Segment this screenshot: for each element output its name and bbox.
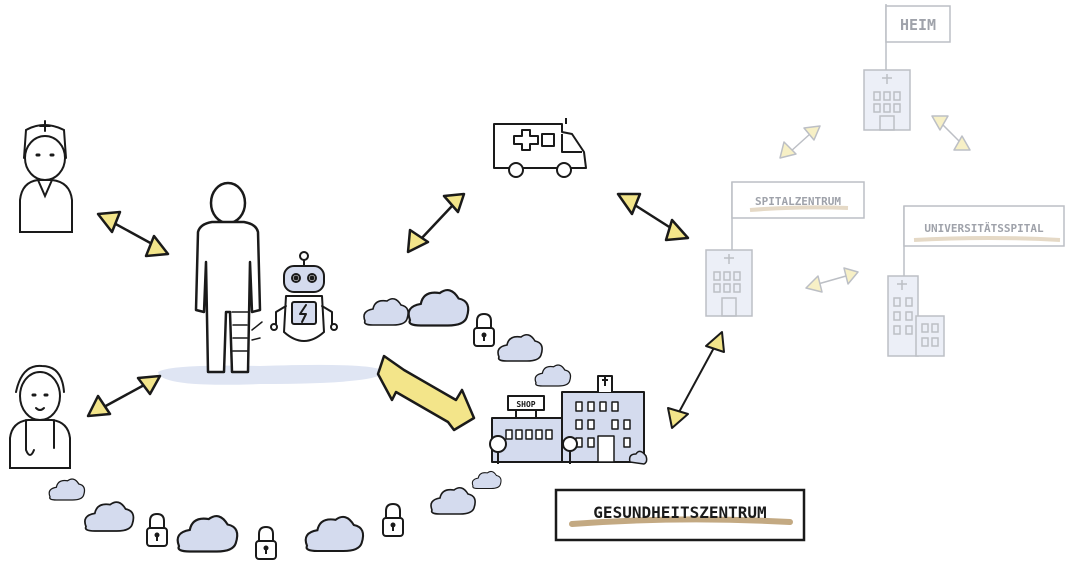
cloud-icon	[534, 364, 572, 387]
cloud-icon	[84, 501, 135, 532]
padlock-icon	[382, 503, 404, 537]
gesundheitszentrum-text: GESUNDHEITSZENTRUM	[593, 503, 766, 522]
university-hospital-building-icon	[887, 205, 1065, 357]
faded-network: HEIM SPITALZENTRUM UNIVERSI	[705, 4, 1065, 357]
robot-icon	[270, 251, 338, 342]
arrow-ambulance-spitalzentrum	[616, 192, 690, 242]
padlock-icon	[146, 513, 168, 547]
cloud-icon	[48, 478, 86, 501]
arrow-patient-healthcenter	[376, 354, 476, 432]
ground-shadow	[158, 364, 384, 385]
cloud-icon	[407, 288, 470, 327]
health-center-building-icon: SHOP	[489, 375, 648, 465]
cloud-icon	[430, 486, 476, 515]
padlock-icon	[255, 526, 277, 560]
arrow-patient-ambulance	[406, 192, 466, 254]
cloud-icon	[471, 470, 502, 490]
cloud-icon	[176, 514, 239, 553]
hospital-center-building-icon	[705, 181, 865, 317]
arrow-doctor-patient	[86, 374, 162, 418]
doctor-icon	[9, 364, 71, 469]
arrow-spitalzentrum-heim	[779, 125, 821, 159]
heim-label: HEIM	[900, 16, 936, 34]
padlock-icon	[473, 313, 495, 347]
arrow-healthcenter-spitalzentrum	[667, 331, 725, 429]
cloud-icon	[497, 333, 543, 362]
nurse-icon	[19, 120, 73, 233]
ambulance-icon	[493, 118, 587, 178]
gesundheitszentrum-label: GESUNDHEITSZENTRUM	[554, 488, 806, 542]
universitaetsspital-label: UNIVERSITÄTSSPITAL	[924, 221, 1044, 235]
arrow-heim-universitaetsspital	[931, 115, 971, 151]
cloud-icon	[304, 515, 365, 553]
spitalzentrum-label: SPITALZENTRUM	[755, 195, 841, 208]
arrow-nurse-patient	[96, 210, 170, 258]
shop-sign-label: SHOP	[516, 400, 535, 409]
patient-icon	[194, 181, 263, 374]
cloud-icon	[363, 297, 409, 326]
home-building-icon	[863, 4, 951, 131]
arrow-spitalzentrum-universitaetsspital	[805, 267, 859, 293]
